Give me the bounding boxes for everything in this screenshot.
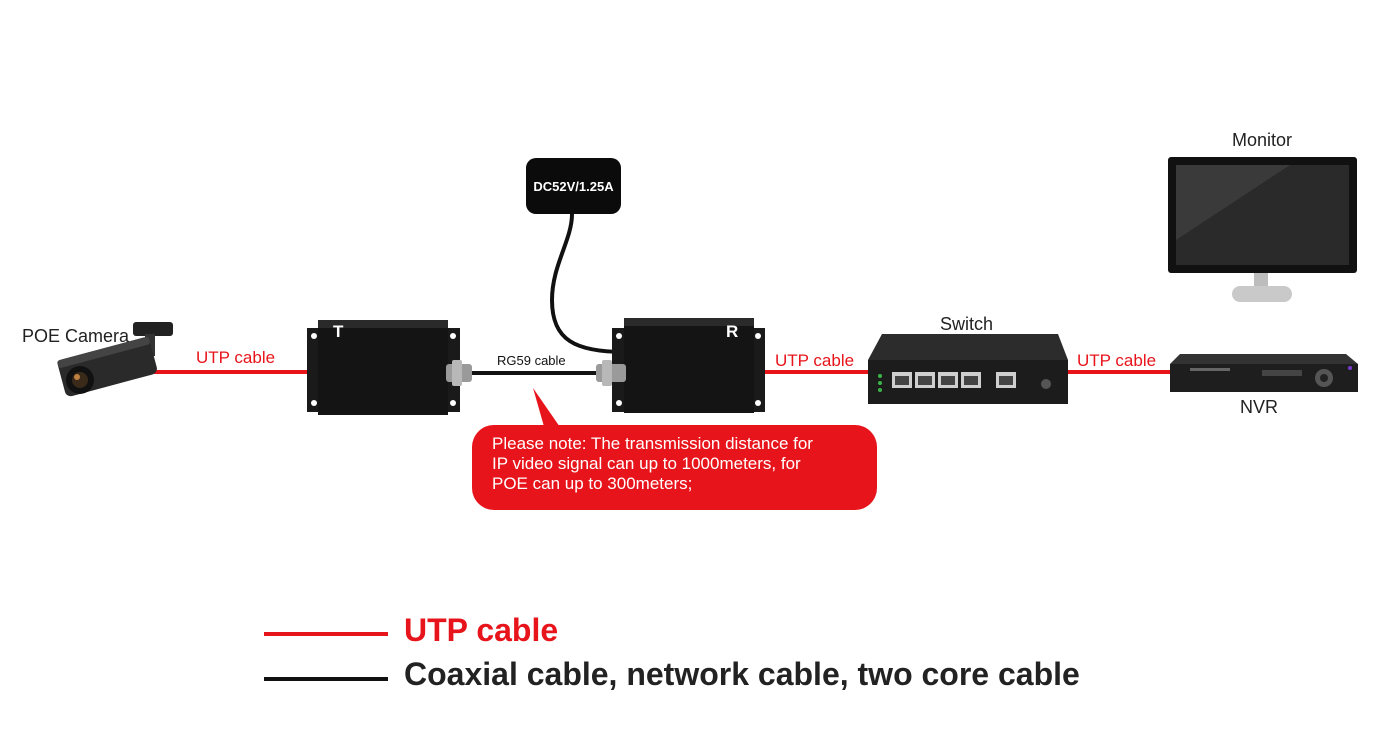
legend-coax-label: Coaxial cable, network cable, two core c… (404, 656, 1080, 692)
receiver-letter: R (726, 322, 739, 341)
power-supply-box: DC52V/1.25A (526, 158, 621, 214)
poe-camera-icon (57, 322, 173, 397)
cable-label-rg59: RG59 cable (497, 353, 566, 368)
switch-label: Switch (940, 314, 994, 334)
monitor-icon (1168, 157, 1357, 302)
note-line-2: IP video signal can up to 1000meters, fo… (492, 454, 801, 473)
power-supply-label: DC52V/1.25A (533, 178, 614, 194)
transmitter-unit (307, 320, 472, 415)
note-line-1: Please note: The transmission distance f… (492, 434, 813, 453)
transmitter-letter: T (333, 322, 344, 341)
receiver-unit (596, 318, 765, 413)
switch-device (868, 334, 1068, 404)
transmission-note: Please note: The transmission distance f… (472, 425, 877, 510)
monitor-label: Monitor (1232, 130, 1293, 150)
note-pointer (533, 388, 562, 430)
power-cable (549, 213, 626, 354)
nvr-label: NVR (1240, 397, 1279, 417)
note-line-3: POE can up to 300meters; (492, 474, 693, 493)
nvr-device (1170, 354, 1358, 392)
legend-utp-label: UTP cable (404, 612, 559, 648)
cable-label-camera-t: UTP cable (196, 348, 276, 367)
cable-label-r-switch: UTP cable (775, 351, 855, 370)
cable-label-switch-nvr: UTP cable (1077, 351, 1157, 370)
camera-label: POE Camera (22, 326, 130, 346)
